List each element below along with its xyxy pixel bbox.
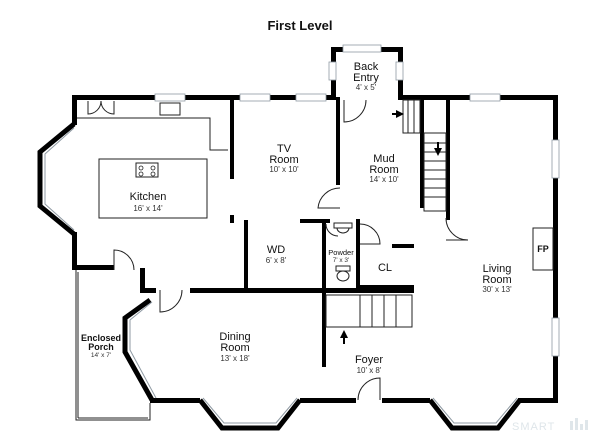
svg-text:Back: Back <box>354 61 379 73</box>
svg-text:13' x 18': 13' x 18' <box>220 354 250 363</box>
svg-text:Mud: Mud <box>373 153 394 165</box>
room-label-enclosed-porch: Enclosed Porch 14' x 7' <box>81 333 121 359</box>
svg-text:10' x 8': 10' x 8' <box>357 366 382 375</box>
room-label-powder: Powder 7' x 3' <box>328 248 354 264</box>
svg-text:Porch: Porch <box>88 342 114 352</box>
svg-text:TV: TV <box>277 143 292 155</box>
room-label-back-entry: Back Entry 4' x 5' <box>353 61 379 92</box>
brand-watermark: SMART <box>512 421 555 433</box>
powder-fixtures <box>333 222 353 282</box>
room-label-foyer: Foyer 10' x 8' <box>355 354 383 375</box>
doors <box>113 99 469 401</box>
porch-outline <box>75 270 151 421</box>
svg-text:16' x 14': 16' x 14' <box>133 204 163 213</box>
svg-text:CL: CL <box>378 262 392 274</box>
svg-text:Room: Room <box>369 164 398 176</box>
plan-title: First Level <box>267 18 332 33</box>
svg-text:6' x 8': 6' x 8' <box>266 256 287 265</box>
room-label-mud-room: Mud Room 14' x 10' <box>369 153 399 184</box>
svg-text:14' x 7': 14' x 7' <box>91 352 111 359</box>
room-label-wd: WD 6' x 8' <box>266 244 287 265</box>
svg-text:Enclosed: Enclosed <box>81 333 121 343</box>
svg-text:7' x 3': 7' x 3' <box>333 257 350 264</box>
svg-text:Room: Room <box>482 274 511 286</box>
brand-logo-icon <box>570 418 588 430</box>
room-label-cl: CL <box>378 262 392 274</box>
kitchen-fixtures <box>77 100 228 219</box>
svg-text:4' x 5': 4' x 5' <box>356 83 377 92</box>
svg-text:Powder: Powder <box>328 248 354 257</box>
svg-text:WD: WD <box>267 244 285 256</box>
svg-text:Living: Living <box>483 263 512 275</box>
bay-windows <box>37 122 522 431</box>
room-label-dining-room: Dining Room 13' x 18' <box>219 331 250 363</box>
fireplace <box>532 227 554 271</box>
fireplace-label: FP <box>537 244 549 254</box>
stairs <box>325 99 447 344</box>
svg-text:Kitchen: Kitchen <box>130 191 167 203</box>
room-label-living-room: Living Room 30' x 13' <box>482 263 512 294</box>
room-label-tv-room: TV Room 10' x 10' <box>269 143 299 174</box>
svg-text:10' x 10': 10' x 10' <box>269 165 299 174</box>
windows <box>154 44 560 357</box>
room-label-kitchen: Kitchen 16' x 14' <box>130 191 167 213</box>
svg-text:30' x 13': 30' x 13' <box>482 285 512 294</box>
svg-text:Room: Room <box>220 342 249 354</box>
svg-text:Entry: Entry <box>353 72 379 84</box>
svg-text:Room: Room <box>269 154 298 166</box>
svg-text:Foyer: Foyer <box>355 354 383 366</box>
svg-text:Dining: Dining <box>219 331 250 343</box>
svg-text:14' x 10': 14' x 10' <box>369 175 399 184</box>
